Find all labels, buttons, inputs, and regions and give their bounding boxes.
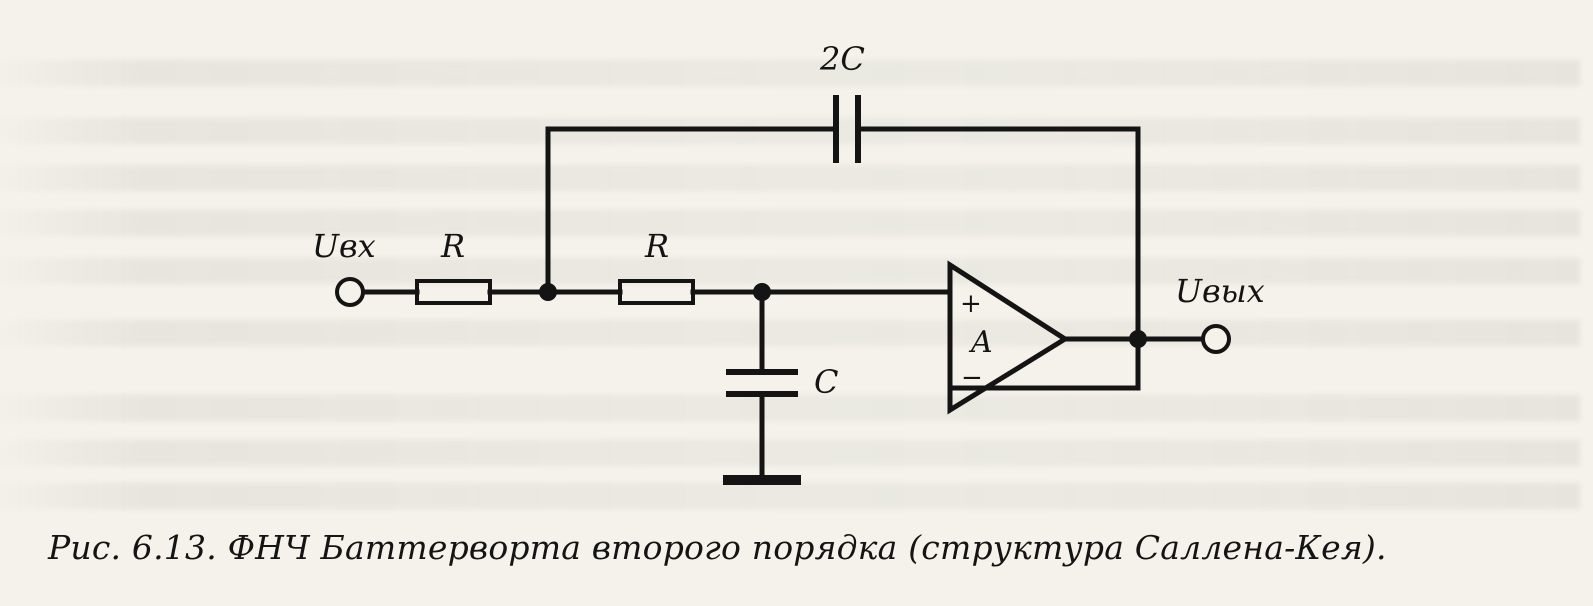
opamp-triangle [947,260,1070,415]
junction-output [1129,330,1147,348]
label-plus: + [960,289,982,319]
junction-node2 [753,283,771,301]
label-r1: R [440,227,465,265]
sallen-key-circuit: Uвх R R 2C C Uвых A + − [312,40,1265,485]
resistor-r2 [618,279,695,305]
label-input: Uвх [312,227,376,265]
figure-caption: Рис. 6.13. ФНЧ Баттерворта второго поряд… [48,528,1387,567]
terminal-input [335,277,365,307]
terminal-output [1201,324,1231,354]
label-r2: R [644,227,669,265]
label-output: Uвых [1175,272,1265,310]
label-minus: − [961,363,983,393]
resistor-r1 [415,279,492,305]
junction-node1 [539,283,557,301]
label-2c: 2C [819,40,865,78]
label-opamp: A [968,325,993,360]
label-c: C [814,363,838,401]
